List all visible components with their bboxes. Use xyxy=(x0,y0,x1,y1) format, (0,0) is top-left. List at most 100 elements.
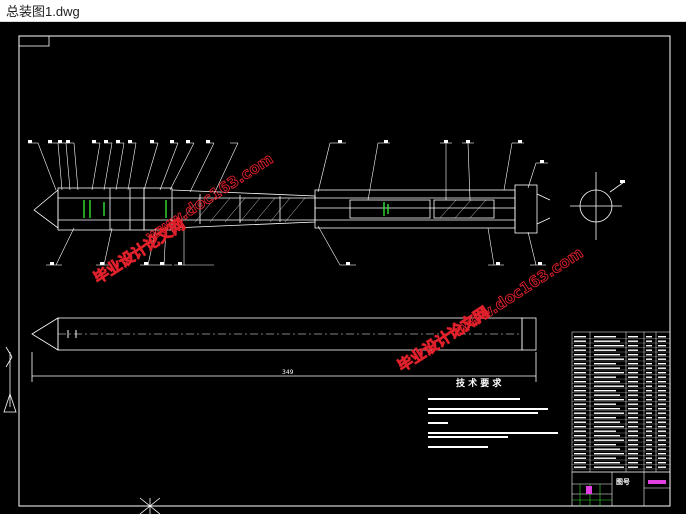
parts-list-cell-text xyxy=(628,336,638,338)
parts-list-cell-text xyxy=(574,435,586,437)
parts-list-cell-text xyxy=(658,349,666,351)
bottom-cross xyxy=(139,497,161,514)
parts-list-cell-text xyxy=(628,349,638,351)
parts-list-cell-text xyxy=(646,345,652,347)
parts-list-cell-text xyxy=(658,430,666,432)
parts-list-cell-text xyxy=(594,462,620,464)
parts-list-cell-text xyxy=(594,363,616,365)
window-title: 总装图1.dwg xyxy=(6,4,80,19)
balloon-marks xyxy=(28,140,544,265)
parts-list-cell-text xyxy=(574,426,586,428)
parts-list-cell-text xyxy=(628,421,638,423)
parts-list-cell-text xyxy=(646,403,652,405)
parts-list-cell-text xyxy=(658,363,666,365)
left-marker xyxy=(3,346,17,413)
parts-list-cell-text xyxy=(594,358,624,360)
parts-list-cell-text xyxy=(574,462,586,464)
parts-list-cell-text xyxy=(574,376,586,378)
parts-list-cell-text xyxy=(646,421,652,423)
parts-list-cell-text xyxy=(658,336,666,338)
parts-list-cell-text xyxy=(574,358,586,360)
parts-list-cell-text xyxy=(628,462,638,464)
parts-list-cell-text xyxy=(594,408,620,410)
parts-list-cell-text xyxy=(594,444,616,446)
window-title-bar: 总装图1.dwg xyxy=(0,0,686,22)
parts-list-cell-text xyxy=(658,367,666,369)
parts-list-cell-text xyxy=(628,403,638,405)
parts-list-cell-text xyxy=(594,426,624,428)
parts-list-cell-text xyxy=(628,372,638,374)
parts-list-cell-text xyxy=(594,412,624,414)
section-view xyxy=(570,172,625,240)
parts-list-cell-text xyxy=(658,358,666,360)
parts-list-cell-text xyxy=(628,417,638,419)
leader-lines-top xyxy=(28,142,548,201)
parts-list-cell-text xyxy=(574,372,586,374)
parts-list-cell-text xyxy=(658,354,666,356)
green-parts xyxy=(83,200,389,218)
parts-list-cell-text xyxy=(646,372,652,374)
parts-list-cell-text xyxy=(574,363,586,365)
parts-list-cell-text xyxy=(646,435,652,437)
parts-list-cell-text xyxy=(574,340,586,342)
parts-list-cell-text xyxy=(658,439,666,441)
parts-list-cell-text xyxy=(658,340,666,342)
parts-list-cell-text xyxy=(658,376,666,378)
parts-list-cell-text xyxy=(574,385,586,387)
parts-list-cell-text xyxy=(594,457,616,459)
parts-list-cell-text xyxy=(574,390,586,392)
parts-list-rows xyxy=(572,336,670,470)
parts-list-cell-text xyxy=(628,385,638,387)
small-marks xyxy=(67,330,77,338)
parts-list-cell-text xyxy=(646,367,652,369)
parts-list-cell-text xyxy=(574,394,586,396)
parts-list-cell-text xyxy=(574,349,586,351)
parts-list-cell-text xyxy=(594,448,620,450)
parts-list-cell-text xyxy=(646,444,652,446)
parts-list-cell-text xyxy=(628,430,638,432)
parts-list-cell-text xyxy=(594,399,624,401)
parts-list-cell-text xyxy=(658,381,666,383)
watermark-1: 毕业设计论文网 www.doc163.com xyxy=(90,149,277,288)
parts-list-cell-text xyxy=(658,345,666,347)
parts-list-cell-text xyxy=(574,448,586,450)
watermark-2: 毕业设计论文网 www.doc163.com xyxy=(394,243,587,376)
parts-list-cell-text xyxy=(594,372,624,374)
parts-list-cell-text xyxy=(594,394,620,396)
parts-list-cell-text xyxy=(594,381,620,383)
parts-list-cell-text xyxy=(646,453,652,455)
parts-list-cell-text xyxy=(594,435,620,437)
parts-list-cell-text xyxy=(646,399,652,401)
parts-list-cell-text xyxy=(594,336,616,338)
tech-requirements-title: 技 术 要 求 xyxy=(456,377,502,389)
parts-list-cell-text xyxy=(594,354,620,356)
parts-list-cell-text xyxy=(628,390,638,392)
parts-list-cell-text xyxy=(658,435,666,437)
assembly-outer xyxy=(31,317,537,382)
parts-list-cell-text xyxy=(646,354,652,356)
parts-list-cell-text xyxy=(594,403,616,405)
sheet-border xyxy=(18,35,671,507)
parts-list-cell-text xyxy=(594,376,616,378)
parts-list-cell-text xyxy=(628,444,638,446)
parts-list-cell-text xyxy=(646,408,652,410)
drawing-canvas[interactable]: 349 技 术 要 求 xyxy=(0,22,686,514)
parts-list-cell-text xyxy=(646,457,652,459)
parts-list-cell-text xyxy=(574,354,586,356)
watermark-url-2: www.doc163.com xyxy=(452,244,586,340)
parts-list-cell-text xyxy=(594,390,616,392)
parts-list-cell-text xyxy=(628,412,638,414)
parts-list-cell-text xyxy=(594,345,624,347)
parts-list-cell-text xyxy=(646,430,652,432)
corner-box xyxy=(18,35,50,47)
parts-list-cell-text xyxy=(658,444,666,446)
parts-list-cell-text xyxy=(646,417,652,419)
cad-drawing: 349 技 术 要 求 xyxy=(3,35,671,514)
parts-list-cell-text xyxy=(658,390,666,392)
parts-list-cell-text xyxy=(594,349,616,351)
parts-list-cell-text xyxy=(594,466,624,468)
parts-list-cell-text xyxy=(658,421,666,423)
title-block xyxy=(571,471,671,507)
parts-list-cell-text xyxy=(574,345,586,347)
parts-list-cell-text xyxy=(658,403,666,405)
